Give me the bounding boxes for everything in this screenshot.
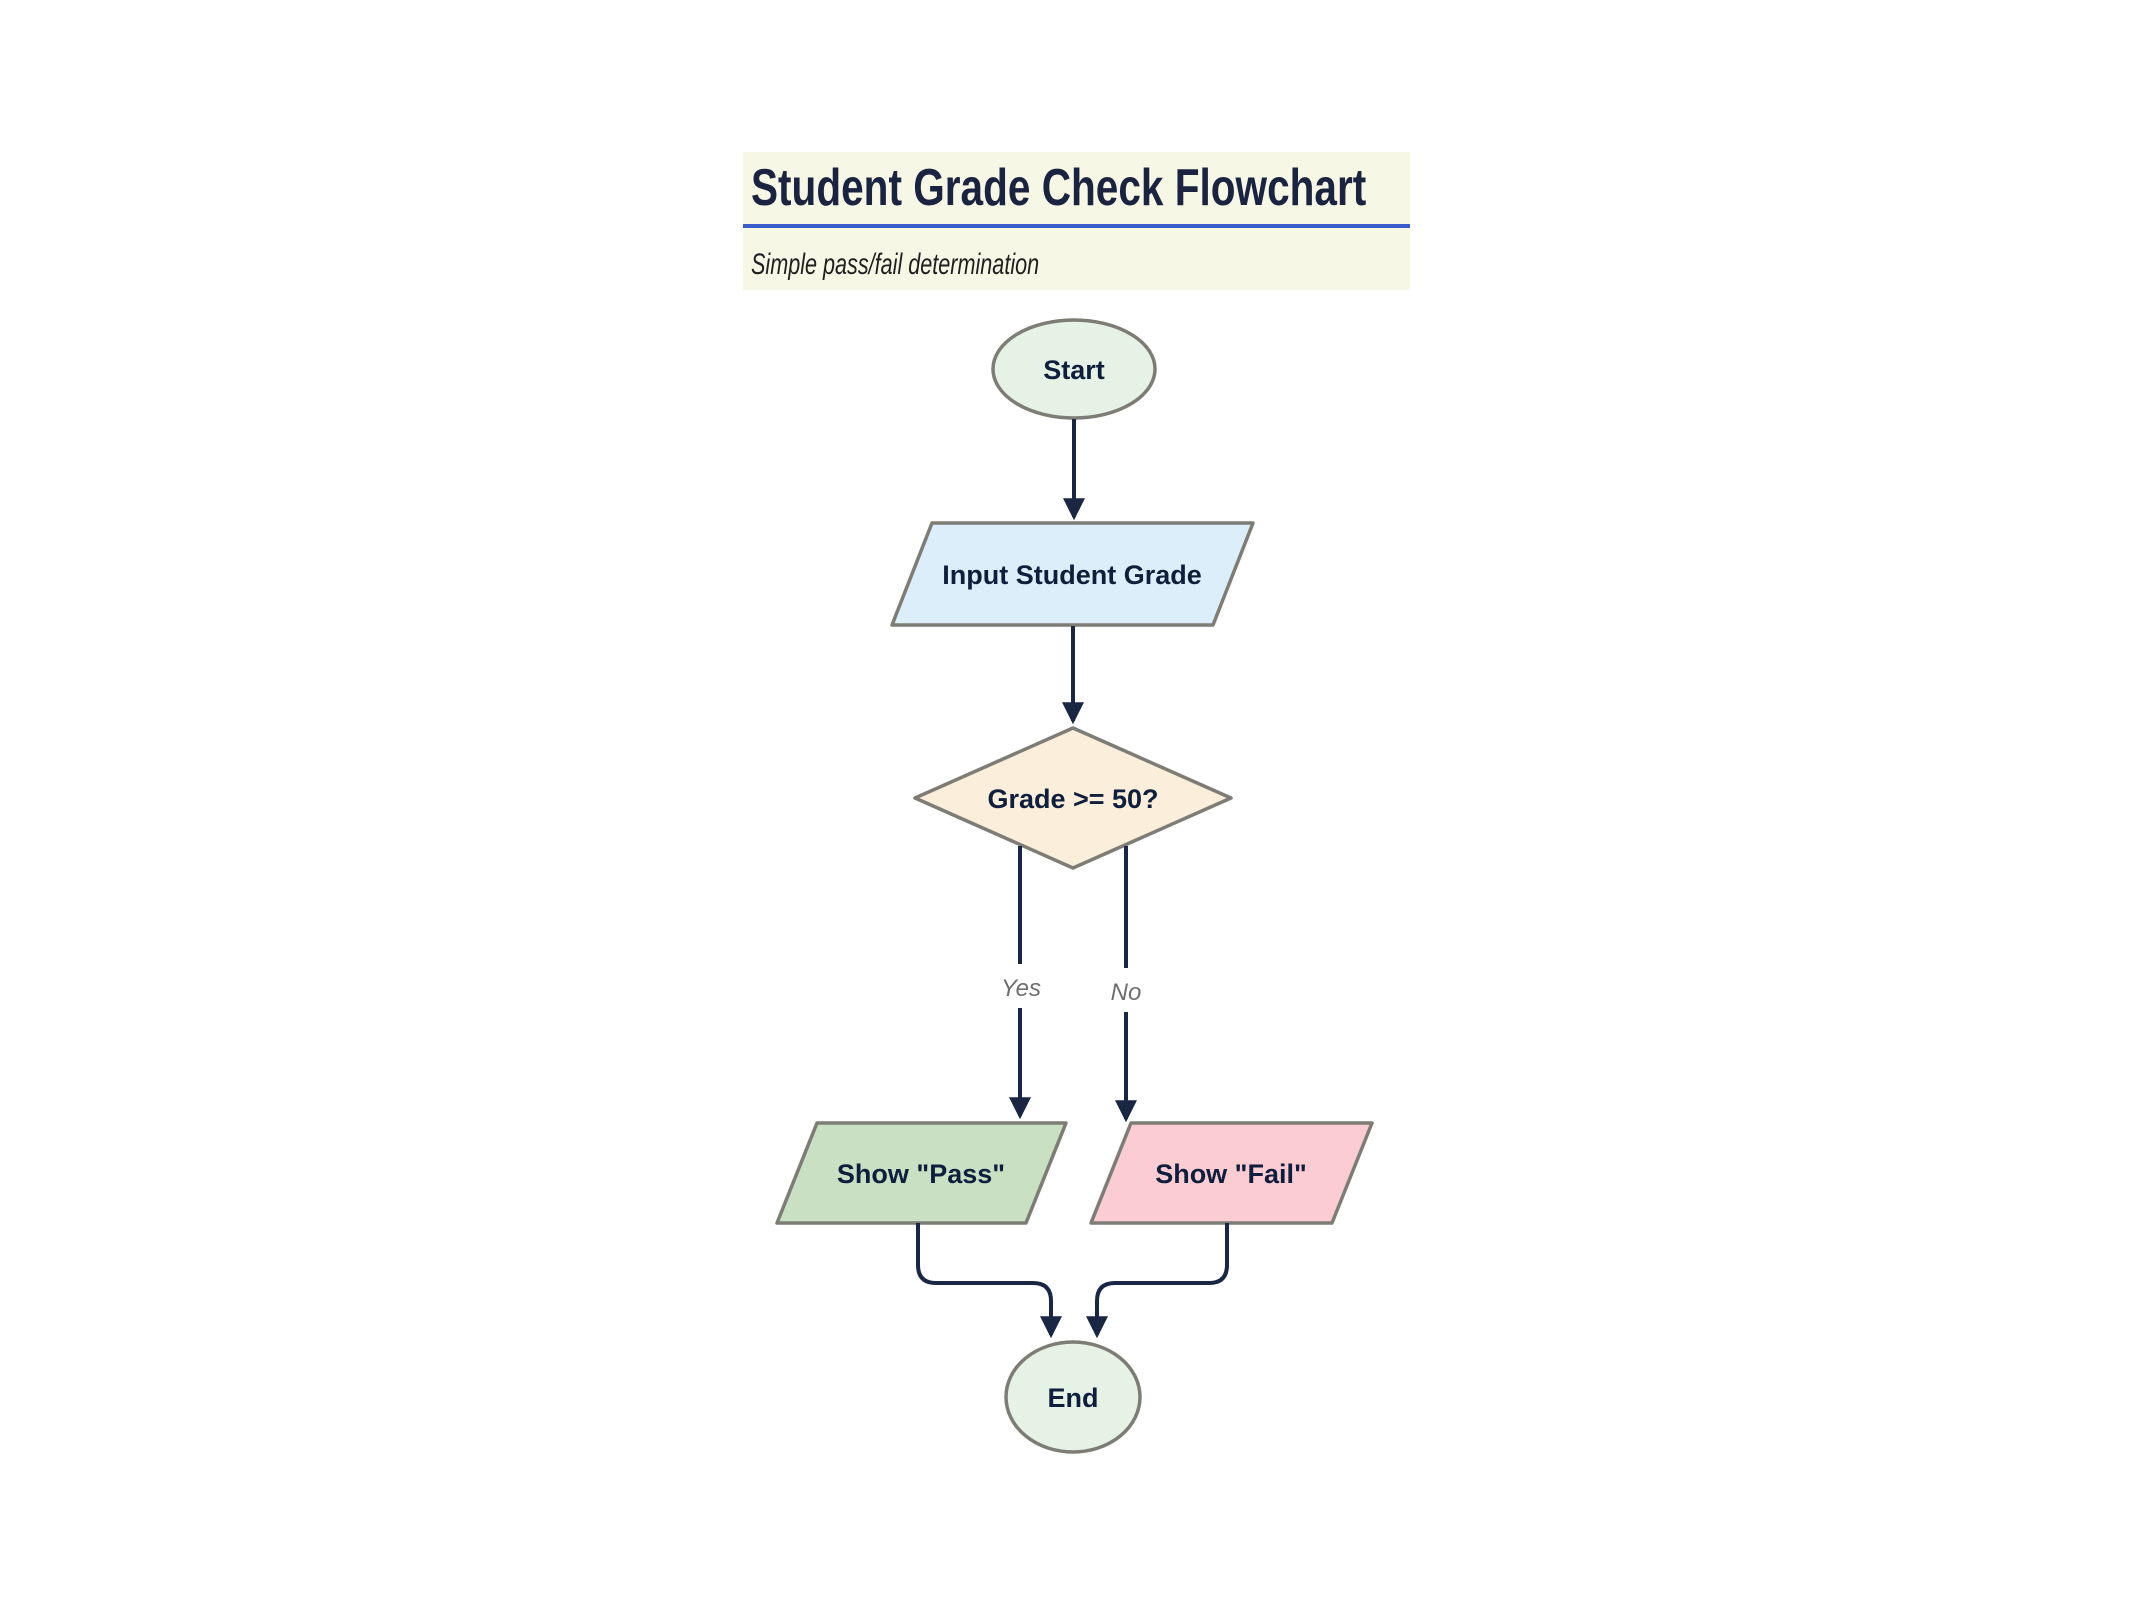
input-label: Input Student Grade bbox=[942, 560, 1202, 590]
no-edge-label: No bbox=[1111, 979, 1142, 1006]
diagram-title: Student Grade Check Flowchart bbox=[751, 159, 1367, 217]
end-label: End bbox=[1048, 1383, 1099, 1413]
node-start: Start bbox=[991, 318, 1157, 420]
decision-diamond-shape bbox=[913, 726, 1233, 870]
diagram-header: Student Grade Check Flowchart Simple pas… bbox=[743, 152, 1410, 290]
node-decision: Grade >= 50? bbox=[913, 726, 1233, 870]
decision-label: Grade >= 50? bbox=[987, 784, 1158, 814]
diagram-title-block: Student Grade Check Flowchart bbox=[743, 152, 1410, 228]
edge-pass-to-end bbox=[916, 1223, 1062, 1339]
input-parallelogram-shape bbox=[890, 521, 1255, 627]
start-label: Start bbox=[1043, 355, 1105, 385]
diagram-subtitle-block: Simple pass/fail determination bbox=[743, 228, 1410, 280]
diagram-subtitle: Simple pass/fail determination bbox=[751, 248, 1040, 281]
edges: Yes No bbox=[916, 419, 1229, 1339]
fail-label: Show "Fail" bbox=[1155, 1159, 1307, 1189]
node-input: Input Student Grade bbox=[890, 521, 1255, 627]
yes-edge-label: Yes bbox=[1001, 975, 1041, 1002]
node-end: End bbox=[1004, 1340, 1142, 1454]
start-terminator-shape bbox=[991, 318, 1157, 420]
pass-parallelogram-shape bbox=[775, 1121, 1068, 1225]
edge-fail-to-end bbox=[1086, 1223, 1229, 1339]
fail-parallelogram-shape bbox=[1089, 1121, 1374, 1225]
pass-label: Show "Pass" bbox=[837, 1159, 1005, 1189]
node-fail: Show "Fail" bbox=[1089, 1121, 1374, 1225]
node-pass: Show "Pass" bbox=[775, 1121, 1068, 1225]
yes-label-background bbox=[996, 964, 1046, 1008]
end-terminator-shape bbox=[1004, 1340, 1142, 1454]
no-label-background bbox=[1102, 968, 1150, 1012]
